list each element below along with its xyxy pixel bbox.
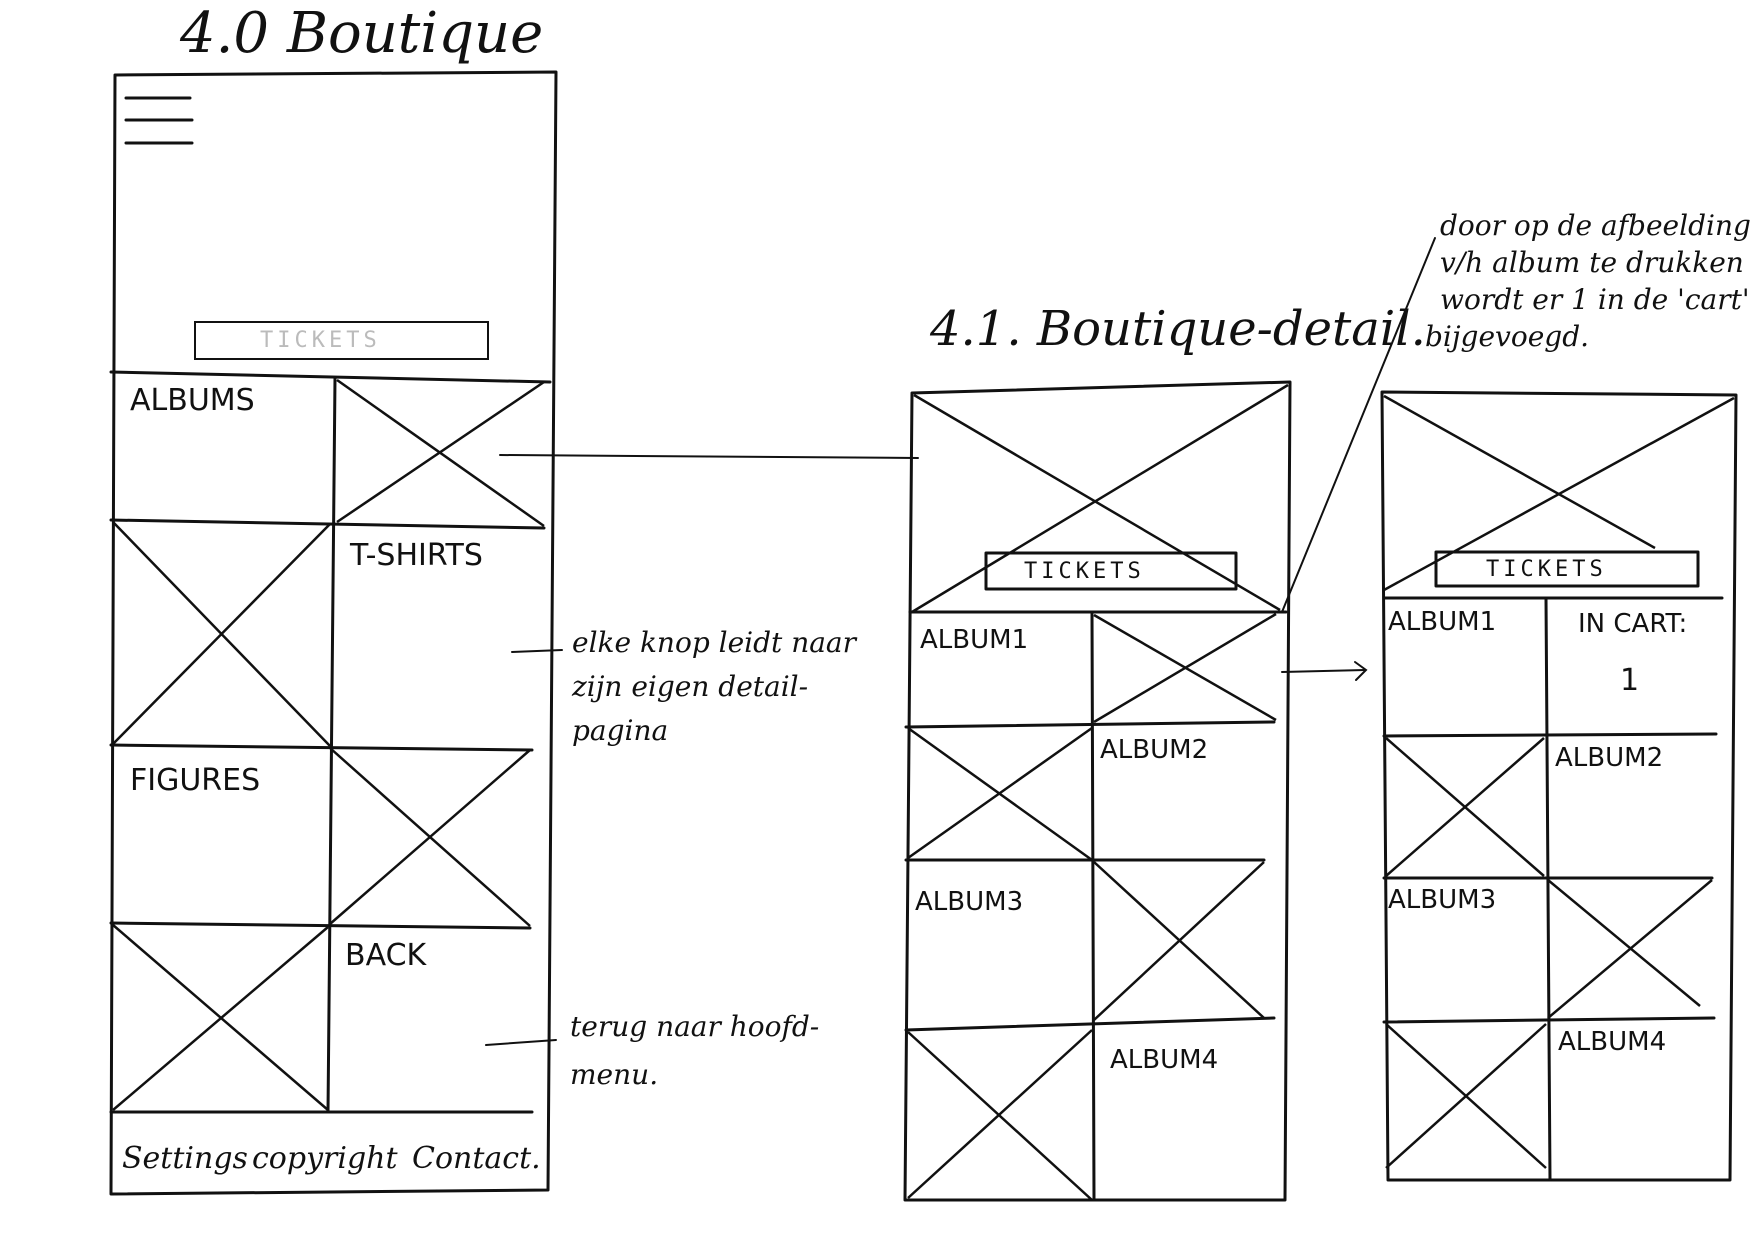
album4-button[interactable]: ALBUM4 xyxy=(1558,1027,1666,1057)
tickets-button[interactable]: TICKETS xyxy=(1434,550,1700,588)
album4-button[interactable]: ALBUM4 xyxy=(1110,1045,1218,1075)
footer-settings-link[interactable]: Settings xyxy=(122,1141,248,1176)
row-divider xyxy=(904,720,1276,729)
cart-count-value: 1 xyxy=(1620,663,1639,698)
tickets-button[interactable]: TICKETS xyxy=(984,551,1238,591)
albums-button[interactable]: ALBUMS xyxy=(130,383,255,418)
column-divider xyxy=(1544,596,1552,1182)
figures-label: FIGURES xyxy=(130,763,260,798)
tickets-button-label: TICKETS xyxy=(260,328,381,353)
figures-button[interactable]: FIGURES xyxy=(130,763,260,798)
cart-counter: IN CART: 1 xyxy=(1578,609,1687,698)
row-divider xyxy=(109,743,534,752)
note-line: menu. xyxy=(570,1058,658,1091)
albums-label: ALBUMS xyxy=(130,383,255,418)
note-line: elke knop leidt naar xyxy=(572,626,858,659)
screen-boutique-detail: 4.1. Boutique-detail. TICKETS ALBUM1 ALB… xyxy=(903,301,1426,1202)
image-placeholder-album2 xyxy=(907,726,1093,862)
tickets-button-label: TICKETS xyxy=(1486,557,1607,582)
image-placeholder-album4 xyxy=(1385,1023,1547,1169)
tshirts-button[interactable]: T-SHIRTS xyxy=(349,538,483,573)
album1-label: ALBUM1 xyxy=(1388,607,1496,637)
screen-boutique-detail-cart: TICKETS ALBUM1 IN CART: 1 ALBUM2 ALBUM3 xyxy=(1380,390,1738,1182)
footer: Settings copyright Contact. xyxy=(122,1141,541,1176)
note-line: bijgevoegd. xyxy=(1425,320,1589,353)
note-line: door op de afbeelding xyxy=(1440,209,1751,242)
row-divider xyxy=(109,518,546,530)
title-boutique: 4.0 Boutique xyxy=(179,1,543,66)
flow-arrow-albums-to-detail xyxy=(499,454,919,459)
column-divider xyxy=(1090,612,1096,1202)
image-placeholder-album4 xyxy=(907,1029,1093,1201)
image-placeholder-tshirts xyxy=(112,521,331,747)
album3-label: ALBUM3 xyxy=(915,887,1023,917)
tickets-button-label: TICKETS xyxy=(1024,559,1145,584)
album3-button[interactable]: ALBUM3 xyxy=(915,887,1023,917)
phone-frame-detail xyxy=(903,380,1292,1202)
hamburger-menu-icon[interactable] xyxy=(124,96,194,145)
back-button[interactable]: BACK xyxy=(345,938,428,973)
album1-label: ALBUM1 xyxy=(920,625,1028,655)
image-placeholder-back xyxy=(112,924,329,1111)
phone-frame-cart xyxy=(1380,390,1738,1182)
image-placeholder-album1 xyxy=(1093,612,1277,724)
phone-frame-boutique xyxy=(109,70,558,1196)
album2-label: ALBUM2 xyxy=(1555,743,1663,773)
note-line: wordt er 1 in de 'cart' xyxy=(1440,283,1750,316)
tickets-button[interactable]: TICKETS xyxy=(194,321,489,360)
image-placeholder-figures xyxy=(329,747,531,927)
image-placeholder-album2 xyxy=(1385,737,1545,877)
album2-button[interactable]: ALBUM2 xyxy=(1100,735,1208,765)
image-placeholder-album3 xyxy=(1547,879,1713,1019)
album4-label: ALBUM4 xyxy=(1110,1045,1218,1075)
footer-contact-link[interactable]: Contact. xyxy=(412,1141,541,1176)
note-pointer-line xyxy=(1281,237,1436,613)
image-placeholder-hero xyxy=(1383,394,1735,592)
note-line: pagina xyxy=(572,714,668,747)
album2-button[interactable]: ALBUM2 xyxy=(1555,743,1663,773)
album4-label: ALBUM4 xyxy=(1558,1027,1666,1057)
back-label: BACK xyxy=(345,938,428,973)
note-add-to-cart: door op de afbeelding v/h album te drukk… xyxy=(1281,209,1751,613)
note-back-to-menu: terug naar hoofd- menu. xyxy=(485,1010,819,1091)
screen-boutique: 4.0 Boutique TICKETS ALBUMS xyxy=(109,1,558,1196)
title-boutique-detail: 4.1. Boutique-detail. xyxy=(929,301,1426,357)
in-cart-label: IN CART: xyxy=(1578,609,1687,639)
note-each-button: elke knop leidt naar zijn eigen detail- … xyxy=(511,626,858,747)
album1-button[interactable]: ALBUM1 xyxy=(920,625,1028,655)
row-divider xyxy=(109,370,552,384)
footer-copyright-link[interactable]: copyright xyxy=(252,1141,398,1176)
album3-label: ALBUM3 xyxy=(1388,885,1496,915)
note-line: terug naar hoofd- xyxy=(570,1010,819,1043)
album3-button[interactable]: ALBUM3 xyxy=(1388,885,1496,915)
note-line: v/h album te drukken xyxy=(1440,246,1744,279)
image-placeholder-album3 xyxy=(1093,861,1265,1021)
row-divider xyxy=(1382,732,1718,738)
tshirts-label: T-SHIRTS xyxy=(349,538,483,573)
album2-label: ALBUM2 xyxy=(1100,735,1208,765)
flow-arrow-to-cart xyxy=(1281,661,1368,681)
column-divider xyxy=(326,376,337,1114)
row-divider xyxy=(109,921,532,930)
album1-button[interactable]: ALBUM1 xyxy=(1388,607,1496,637)
image-placeholder-albums xyxy=(336,378,545,528)
image-placeholder-hero xyxy=(911,383,1289,614)
note-line: zijn eigen detail- xyxy=(571,670,808,703)
row-divider xyxy=(904,1016,1276,1032)
